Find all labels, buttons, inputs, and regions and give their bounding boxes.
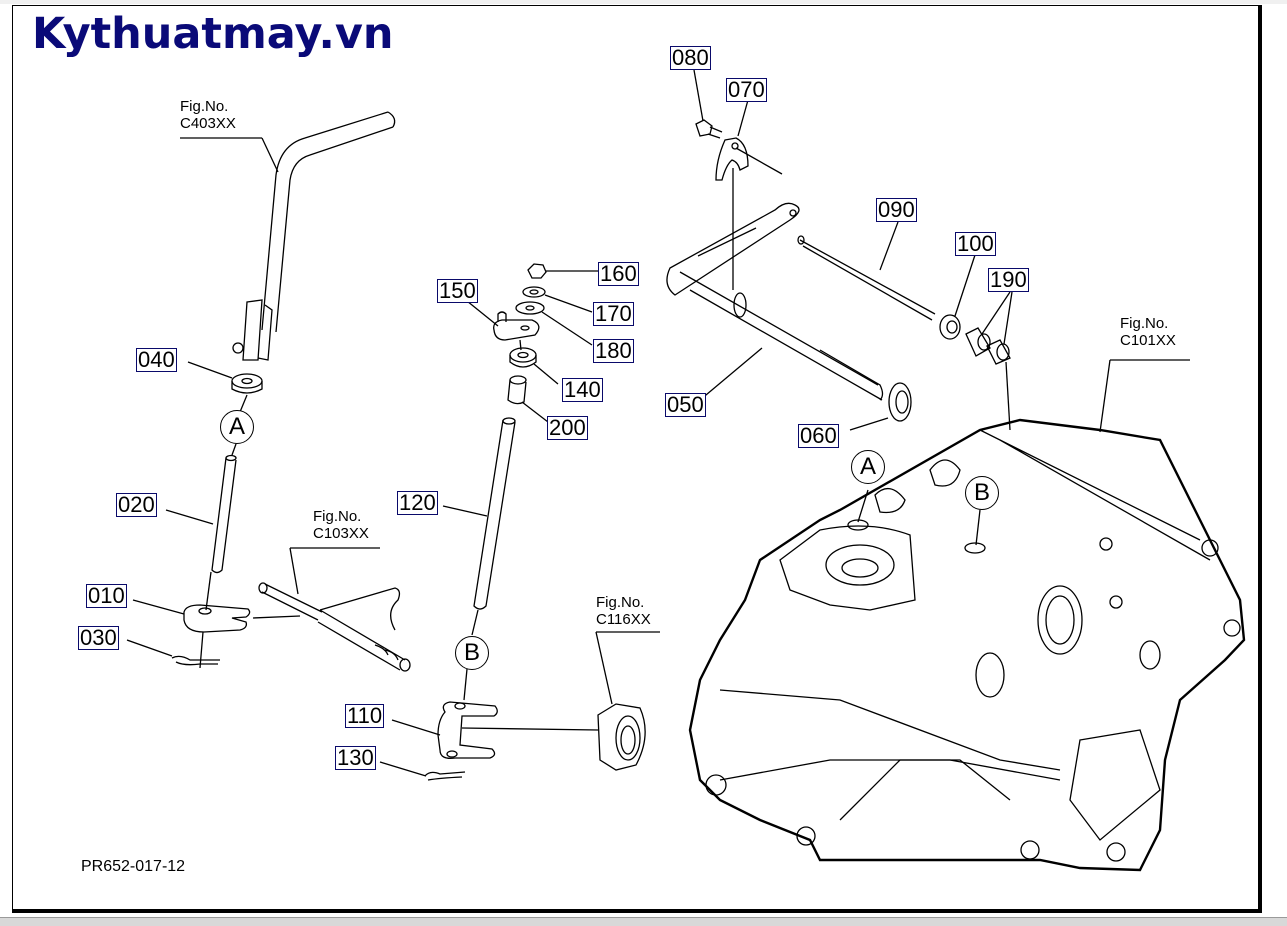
nut-160-drawing <box>527 263 598 279</box>
fig-ref-label: Fig.No. <box>596 594 645 611</box>
collar-c116-drawing <box>595 631 660 771</box>
collar-200-drawing <box>507 375 549 423</box>
fig-ref-c403xx[interactable]: Fig.No. C403XX <box>180 98 236 132</box>
watermark-logo: Kythuatmay.vn <box>32 9 394 59</box>
housing-marker-b: B <box>965 476 999 510</box>
shift-lever-drawing <box>180 111 396 361</box>
fig-ref-number: C103XX <box>313 525 369 542</box>
clip-130-drawing <box>379 761 466 781</box>
callout-150[interactable]: 150 <box>437 278 478 303</box>
callout-110[interactable]: 110 <box>345 703 385 728</box>
callout-180[interactable]: 180 <box>593 338 634 363</box>
callout-010[interactable]: 010 <box>86 583 127 608</box>
shaft-050-drawing <box>666 202 884 401</box>
callout-160[interactable]: 160 <box>598 261 639 286</box>
callout-200[interactable]: 200 <box>547 415 588 440</box>
fig-ref-c103xx[interactable]: Fig.No. C103XX <box>313 508 369 542</box>
fig-ref-label: Fig.No. <box>313 508 362 525</box>
plate-070-drawing <box>715 99 783 290</box>
bearing-140-drawing <box>509 347 559 385</box>
callout-090[interactable]: 090 <box>876 197 917 222</box>
callout-030[interactable]: 030 <box>78 625 119 650</box>
bearing-100-drawing <box>939 254 976 340</box>
bottom-strip <box>0 917 1287 926</box>
shaft-090-drawing <box>797 221 936 321</box>
fig-ref-label: Fig.No. <box>1120 315 1169 332</box>
callout-100[interactable]: 100 <box>955 231 996 256</box>
fig-ref-number: C403XX <box>180 115 236 132</box>
callout-050[interactable]: 050 <box>665 392 706 417</box>
seal-060-drawing <box>849 382 912 431</box>
pin-020-drawing <box>165 454 237 611</box>
transmission-housing-drawing <box>688 359 1246 872</box>
callout-020[interactable]: 020 <box>116 492 157 517</box>
callout-140[interactable]: 140 <box>562 377 603 402</box>
fig-ref-c116xx[interactable]: Fig.No. C116XX <box>596 594 651 628</box>
washer-170-drawing <box>522 286 593 313</box>
top-strip <box>0 0 1287 4</box>
bolt-080-drawing <box>693 69 723 139</box>
callout-170[interactable]: 170 <box>593 301 634 326</box>
fig-ref-label: Fig.No. <box>180 98 229 115</box>
callout-130[interactable]: 130 <box>335 745 376 770</box>
callout-060[interactable]: 060 <box>798 423 839 448</box>
fig-ref-c101xx[interactable]: Fig.No. C101XX <box>1120 315 1176 349</box>
connection-marker-a: A <box>220 410 254 444</box>
diagram-code: PR652-017-12 <box>81 858 186 875</box>
housing-marker-a: A <box>851 450 885 484</box>
callout-080[interactable]: 080 <box>670 45 711 70</box>
bushing-040-drawing <box>187 361 263 456</box>
fig-ref-number: C116XX <box>596 611 651 628</box>
arm-150-drawing <box>466 300 540 341</box>
fig-ref-number: C101XX <box>1120 332 1176 349</box>
callout-120[interactable]: 120 <box>397 490 438 515</box>
fork-110-drawing <box>391 701 599 759</box>
fork-010-drawing <box>132 547 411 672</box>
washer-180-drawing <box>515 301 593 346</box>
callout-040[interactable]: 040 <box>136 347 177 372</box>
callout-190[interactable]: 190 <box>988 267 1029 292</box>
callout-070[interactable]: 070 <box>726 77 767 102</box>
clip-030-drawing <box>126 631 220 669</box>
connection-marker-b: B <box>455 636 489 670</box>
bushing-190-drawing <box>965 291 1013 431</box>
rod-120-drawing <box>442 339 522 701</box>
